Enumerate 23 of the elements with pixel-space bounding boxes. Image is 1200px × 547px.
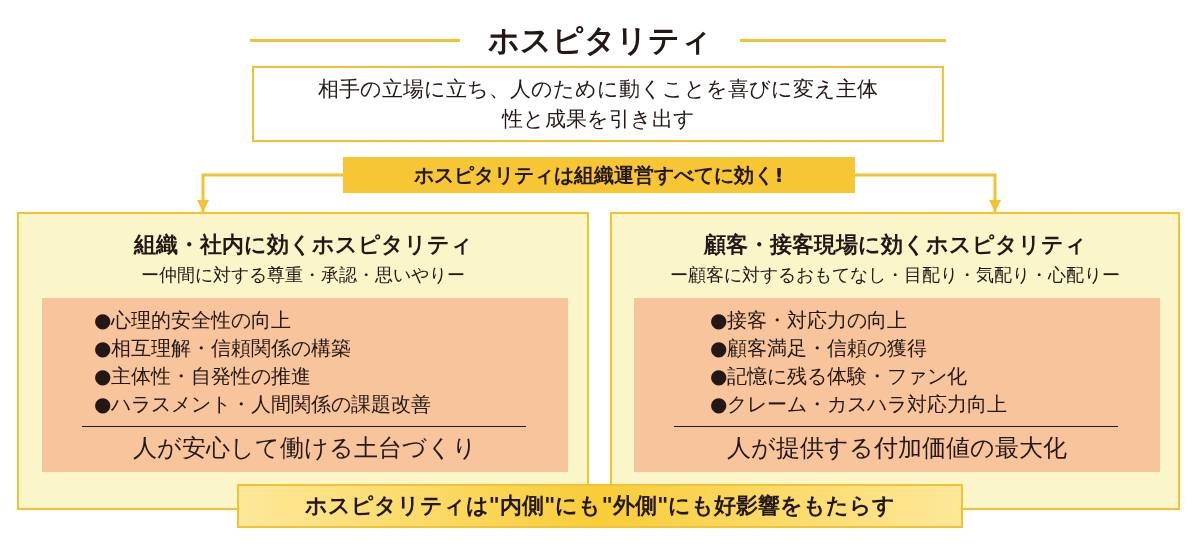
panel-subtitle: ー顧客に対するおもてなし・目配り・気配り・心配りー xyxy=(669,263,1121,287)
panel-heading: 顧客・接客現場に効くホスピタリティ xyxy=(702,231,1088,259)
conclusion-text: 人が提供する付加価値の最大化 xyxy=(726,433,1068,464)
bullet-item: ●主体性・自発性の推進 xyxy=(94,363,312,390)
bullet-item: ●記憶に残る体験・ファン化 xyxy=(710,363,968,390)
definition-box xyxy=(252,66,944,142)
bullet-item: ●クレーム・カスハラ対応力向上 xyxy=(710,391,1008,418)
bullet-item: ●ハラスメント・人間関係の課題改善 xyxy=(94,391,432,418)
panel-heading: 組織・社内に効くホスピタリティ xyxy=(132,231,474,259)
banner: ホスピタリティは"内側"にも"外側"にも好影響をもたらす xyxy=(237,484,963,528)
bullet-item: ●顧客満足・信頼の獲得 xyxy=(710,335,928,362)
result-box xyxy=(42,298,568,472)
conclusion-text: 人が安心して働ける土台づくり xyxy=(132,433,478,464)
arrow xyxy=(197,173,343,212)
definition-text: 相手の立場に立ち、人のために動くことを喜びに変え主体性と成果を引き出す xyxy=(317,76,879,133)
banner: ホスピタリティは組織運営すべてに効く! xyxy=(343,157,855,193)
diagram-title: ホスピタリティ xyxy=(487,21,713,60)
panel-subtitle: ー仲間に対する尊重・承認・思いやりー xyxy=(140,263,466,287)
result-box xyxy=(634,298,1160,472)
bullet-item: ●心理的安全性の向上 xyxy=(94,307,292,334)
bullet-item: ●相互理解・信頼関係の構築 xyxy=(94,335,352,362)
arrow xyxy=(855,173,1001,212)
bullet-item: ●接客・対応力の向上 xyxy=(710,307,908,334)
